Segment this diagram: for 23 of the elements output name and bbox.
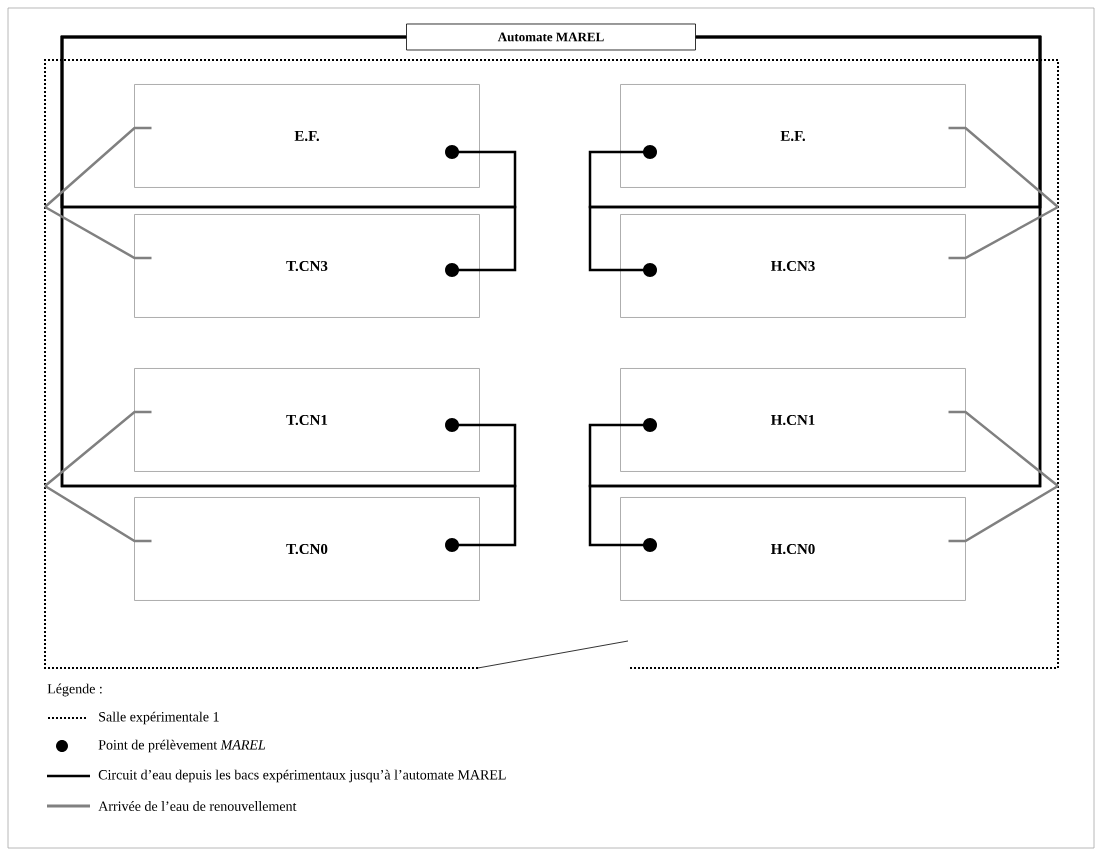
tank-box: E.F. bbox=[620, 84, 966, 188]
tank-box: T.CN3 bbox=[134, 214, 480, 318]
legend-text: Point de prélèvement MAREL bbox=[98, 739, 266, 753]
tank-box: H.CN3 bbox=[620, 214, 966, 318]
inlet-pipe-line bbox=[948, 410, 1059, 487]
tank-box: H.CN0 bbox=[620, 497, 966, 601]
inlet-pipe-line bbox=[44, 484, 152, 543]
legend-text: Arrivée de l’eau de renouvellement bbox=[98, 801, 297, 811]
tank-box: T.CN0 bbox=[134, 497, 480, 601]
inlet-pipe-line bbox=[44, 205, 152, 260]
inlet-pipe-line bbox=[948, 126, 1059, 208]
room-outline bbox=[44, 59, 1059, 669]
tank-box: H.CN1 bbox=[620, 368, 966, 472]
inlet-pipe-line bbox=[948, 484, 1059, 543]
legend-text: Salle expérimentale 1 bbox=[99, 711, 219, 725]
inlet-pipe-line bbox=[948, 205, 1059, 260]
controller-box: Automate MAREL bbox=[406, 23, 696, 51]
legend-heading: Légende : bbox=[47, 683, 102, 697]
tank-box: T.CN1 bbox=[134, 368, 480, 472]
inlet-pipe-line bbox=[44, 410, 152, 487]
inlet-pipe-line bbox=[44, 126, 152, 208]
legend-text: Circuit d’eau depuis les bacs expérimentaux jusqu’à l’automate MAREL bbox=[98, 769, 506, 783]
tank-box: E.F. bbox=[134, 84, 480, 188]
